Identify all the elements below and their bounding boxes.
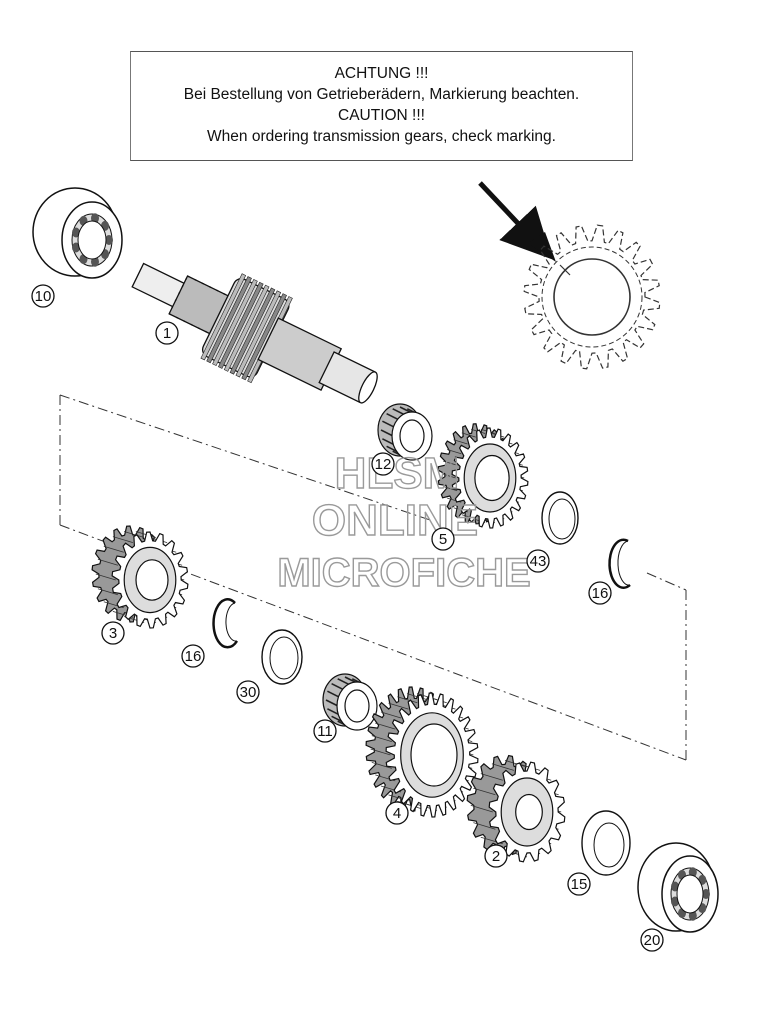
gear-2: [466, 754, 566, 863]
callout-1: 1: [155, 321, 179, 345]
callout-16-right-label: 16: [592, 585, 609, 602]
callout-10-label: 10: [35, 288, 52, 305]
needle-bearing-12: [377, 403, 433, 461]
needle-bearing-11: [322, 673, 378, 731]
main-shaft-1: [131, 262, 378, 404]
notice-line-en-2: When ordering transmission gears, check …: [207, 128, 556, 145]
notice-line-de-1: ACHTUNG !!!: [334, 65, 429, 82]
callout-30: 30: [236, 680, 260, 704]
caution-notice-box: ACHTUNG !!! Bei Bestellung von Getrieber…: [130, 51, 633, 161]
watermark: HLSM ONLINE MICROFICHE: [277, 448, 532, 595]
callout-3-label: 3: [109, 625, 117, 642]
callout-11-label: 11: [317, 723, 333, 740]
assembly-dashed-outline: [59, 394, 687, 761]
callout-11: 11: [313, 719, 337, 743]
watermark-line-1: HLSM: [335, 449, 460, 498]
reference-gear-marking: [523, 224, 661, 370]
watermark-line-3: MICROFICHE: [277, 551, 530, 595]
ball-bearing-20: [637, 842, 719, 933]
callout-12: 12: [371, 452, 395, 476]
notice-line-en-1: CAUTION !!!: [338, 107, 425, 124]
callout-16-right: 16: [588, 581, 612, 605]
callouts: 10 1 12 5 43 16 3 16 30 11 4 2 15 20: [31, 284, 664, 952]
gear-3: [91, 525, 189, 629]
callout-4: 4: [385, 801, 409, 825]
thrust-washer-43: [541, 491, 579, 545]
thrust-washer-30: [261, 629, 303, 685]
thrust-washer-15: [581, 810, 631, 876]
notice-line-de-2: Bei Bestellung von Getrieberädern, Marki…: [183, 86, 580, 103]
callout-15: 15: [567, 872, 591, 896]
callout-5: 5: [431, 527, 455, 551]
callout-15-label: 15: [571, 876, 588, 893]
callout-5-label: 5: [439, 531, 447, 548]
callout-10: 10: [31, 284, 55, 308]
callout-2-label: 2: [492, 848, 500, 865]
gear-4: [365, 686, 479, 818]
circlip-16-right: [608, 538, 631, 589]
callout-12-label: 12: [375, 456, 392, 473]
callout-3: 3: [101, 621, 125, 645]
callout-43-label: 43: [530, 553, 547, 570]
callout-20-label: 20: [644, 932, 661, 949]
callout-43: 43: [526, 549, 550, 573]
callout-30-label: 30: [240, 684, 257, 701]
marking-arrow: [478, 181, 556, 262]
callout-4-label: 4: [393, 805, 401, 822]
callout-16-left: 16: [181, 644, 205, 668]
marking-arrow-head: [528, 232, 556, 262]
callout-1-label: 1: [163, 325, 171, 342]
callout-16-left-label: 16: [185, 648, 202, 665]
callout-20: 20: [640, 928, 664, 952]
gear-5: [437, 423, 529, 529]
ball-bearing-10: [32, 187, 123, 279]
circlip-16-left: [212, 598, 239, 649]
callout-2: 2: [484, 844, 508, 868]
